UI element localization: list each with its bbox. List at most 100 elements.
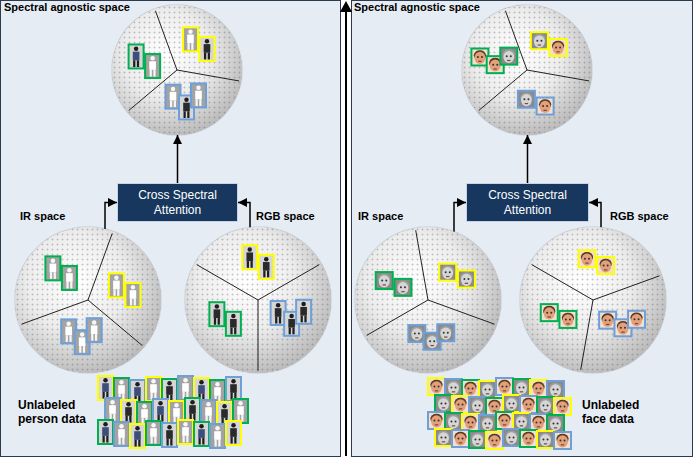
thumbnail-ground xyxy=(121,400,136,424)
face-eye xyxy=(552,389,554,391)
person-leg xyxy=(183,111,185,118)
dataset-label: Unlabeled person data xyxy=(18,398,102,426)
face-skin xyxy=(540,434,551,446)
face-skin xyxy=(534,35,545,47)
sample-thumbnail xyxy=(537,98,554,115)
face-mouth xyxy=(442,441,445,442)
face-eye xyxy=(447,332,449,334)
face-eye xyxy=(559,47,561,49)
person-head xyxy=(92,320,97,325)
thumbnail-frame xyxy=(513,413,530,430)
sample-thumbnail xyxy=(520,430,537,447)
face-skin xyxy=(540,101,551,113)
face-skin xyxy=(438,398,449,410)
face-eye xyxy=(455,421,457,423)
thumbnail-ground xyxy=(547,415,564,432)
sample-thumbnail xyxy=(183,27,198,51)
face-mouth xyxy=(527,442,530,443)
thumbnail-ground xyxy=(146,377,161,401)
person-body xyxy=(134,387,141,396)
face-eye xyxy=(449,271,451,273)
sample-thumbnail xyxy=(469,397,486,414)
thumbnail-frame xyxy=(496,412,513,429)
person-head xyxy=(301,302,306,307)
thumbnail-frame xyxy=(530,414,547,431)
person-leg xyxy=(202,438,204,445)
sample-thumbnail xyxy=(209,302,224,326)
divider-arrow-line xyxy=(345,10,347,456)
face-skin xyxy=(455,433,466,445)
face-mouth xyxy=(561,410,564,411)
face-eye xyxy=(489,389,491,391)
sample-thumbnail xyxy=(199,37,214,61)
person-head xyxy=(248,247,253,252)
face-skin xyxy=(602,315,613,327)
sample-thumbnail xyxy=(479,381,496,398)
thumbnail-frame xyxy=(520,430,537,447)
connector-arrow xyxy=(454,203,466,232)
thumbnail-frame xyxy=(445,379,462,396)
thumbnail-frame xyxy=(209,302,224,326)
person-body xyxy=(230,319,237,328)
thumbnail-ground xyxy=(109,273,124,297)
face-mouth xyxy=(401,291,404,292)
thumbnail-frame xyxy=(628,311,645,328)
face-mouth xyxy=(544,409,547,410)
person-head xyxy=(119,380,124,385)
face-eye xyxy=(474,439,476,441)
face-mouth xyxy=(469,426,472,427)
face-eye xyxy=(565,318,567,320)
thumbnail-ground xyxy=(394,279,411,296)
face-skin xyxy=(582,254,593,266)
sample-thumbnail xyxy=(439,264,456,281)
sample-thumbnail xyxy=(226,377,241,401)
space-label: Spectral agnostic space xyxy=(4,1,130,14)
face-eye xyxy=(559,440,561,442)
face-skin xyxy=(448,382,459,394)
thumbnail-frame xyxy=(121,400,136,424)
face-mouth xyxy=(566,323,569,324)
thumbnail-frame xyxy=(62,266,77,290)
thumbnail-ground xyxy=(462,380,479,397)
person-body xyxy=(198,385,205,394)
thumbnail-ground xyxy=(435,429,452,446)
face-skin xyxy=(544,307,555,319)
thumbnail-ground xyxy=(537,98,554,115)
person-body xyxy=(187,35,194,44)
person-leg xyxy=(195,99,197,106)
thumbnail-ground xyxy=(439,264,456,281)
face-mouth xyxy=(493,444,496,445)
person-head xyxy=(171,87,176,92)
thumbnail-ground xyxy=(531,32,548,49)
person-leg xyxy=(199,99,201,106)
face-mouth xyxy=(435,390,438,391)
person-head xyxy=(103,422,108,427)
thumbnail-ground xyxy=(469,397,486,414)
person-leg xyxy=(170,439,172,446)
person-body xyxy=(109,405,116,414)
face-mouth xyxy=(469,392,472,393)
person-head xyxy=(183,378,188,383)
person-leg xyxy=(275,317,277,324)
thumbnail-ground xyxy=(554,432,571,449)
sample-thumbnail xyxy=(500,48,517,65)
connector-arrow xyxy=(589,203,601,228)
thumbnail-frame xyxy=(479,381,496,398)
face-eye xyxy=(557,389,559,391)
partition-line xyxy=(177,70,239,81)
sample-thumbnail xyxy=(296,300,311,324)
sample-thumbnail xyxy=(125,283,140,307)
sample-thumbnail xyxy=(242,245,257,269)
sample-thumbnail xyxy=(496,412,513,429)
person-leg xyxy=(170,100,172,107)
face-eye xyxy=(433,340,435,342)
sample-thumbnail xyxy=(628,311,645,328)
face-eye xyxy=(540,388,542,390)
person-leg xyxy=(263,271,265,278)
sample-thumbnail xyxy=(530,414,547,431)
thumbnail-frame xyxy=(500,48,517,65)
face-eye xyxy=(381,280,383,282)
person-head xyxy=(289,314,294,319)
face-eye xyxy=(542,105,544,107)
person-head xyxy=(126,402,131,407)
